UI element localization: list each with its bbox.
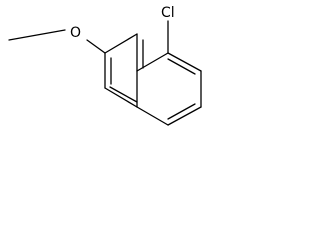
bond-c7-c8 — [104, 33, 138, 54]
bond-c3-c4 — [167, 106, 202, 126]
bond-c5-c4a-inner — [109, 86, 138, 103]
bond-c4-c4a — [136, 106, 169, 126]
bond-c8a-c1 — [136, 52, 169, 72]
chlorine-atom-label: Cl — [161, 5, 175, 21]
oxygen-atom-label: O — [70, 25, 81, 41]
chemical-structure-diagram: Cl O — [8, 5, 202, 126]
bond-c1-c2-inner — [167, 58, 196, 75]
bond-c4a-c5 — [104, 87, 138, 108]
bond-c1-c2 — [167, 52, 202, 72]
bond-o-ch3 — [8, 29, 66, 41]
bond-c3-c4-inner — [167, 103, 196, 120]
bond-c7-o — [86, 39, 106, 54]
